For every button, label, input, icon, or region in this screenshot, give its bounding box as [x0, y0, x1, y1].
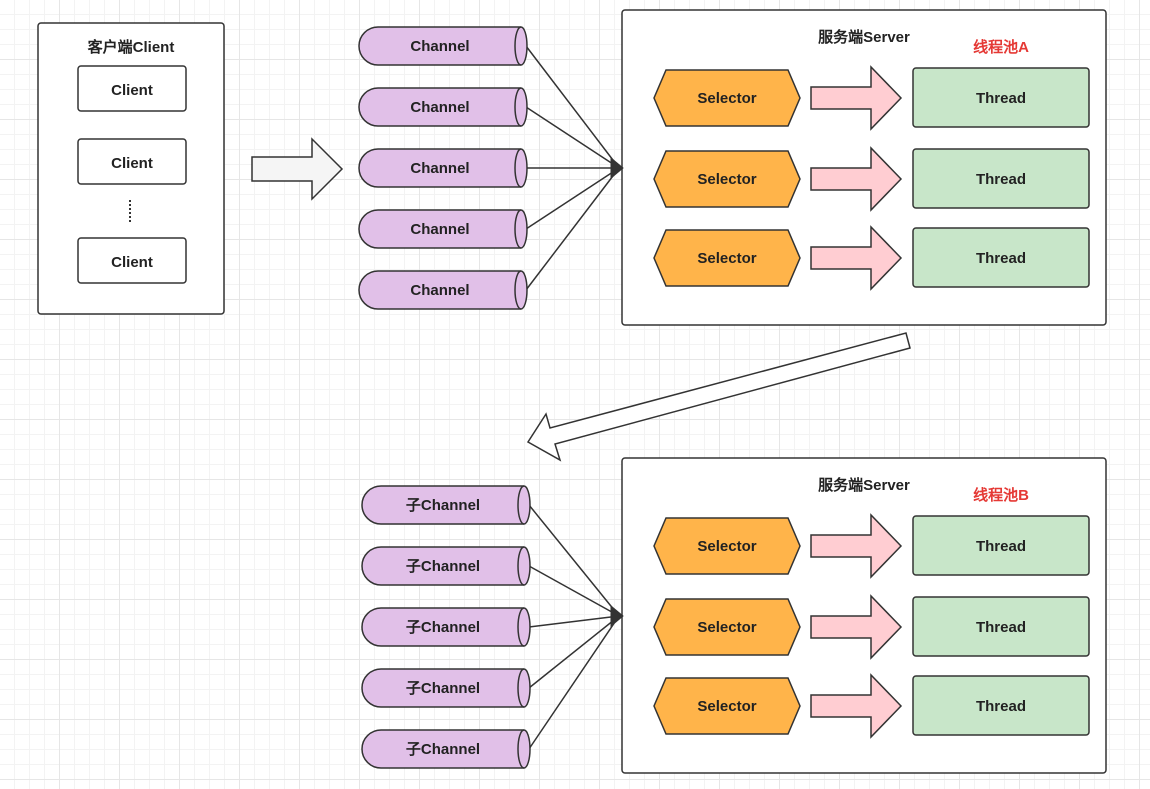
- channel-list-b: 子Channel 子Channel 子Channel 子Channel 子Channel: [361, 485, 624, 769]
- channel-cylinder: Channel: [358, 26, 528, 66]
- selector-label: Selector: [697, 171, 756, 188]
- server-to-subchannels-arrow: [526, 332, 911, 462]
- client-box: [77, 65, 187, 112]
- selector-label: Selector: [697, 698, 756, 715]
- thread-box: [912, 227, 1090, 288]
- client-box: [77, 237, 187, 284]
- thread-label: Thread: [976, 619, 1026, 636]
- channel-label: 子Channel: [406, 558, 480, 575]
- channel-connector: [525, 167, 620, 291]
- thread-label: Thread: [976, 538, 1026, 555]
- channel-cylinder: 子Channel: [361, 668, 531, 708]
- channel-connector: [525, 167, 620, 230]
- selector-hexagon: [653, 598, 801, 656]
- channel-connector: [528, 565, 620, 617]
- dispatch-arrow: [810, 594, 903, 660]
- selector-thread-row: Selector Thread: [653, 513, 1090, 579]
- thread-box: [912, 596, 1090, 657]
- channel-end: [517, 729, 525, 769]
- server-b-title: 服务端Server: [818, 476, 910, 494]
- client-box: [77, 138, 187, 185]
- channel-label: Channel: [410, 99, 469, 116]
- channel-label: 子Channel: [406, 680, 480, 697]
- server-a-title: 服务端Server: [818, 28, 910, 46]
- channel-cylinder: Channel: [358, 87, 528, 127]
- selector-hexagon: [653, 69, 801, 127]
- selector-label: Selector: [697, 90, 756, 107]
- thread-box: [912, 675, 1090, 736]
- thread-box: [912, 148, 1090, 209]
- selector-hexagon: [653, 150, 801, 208]
- selector-thread-row: Selector Thread: [653, 65, 1090, 131]
- client-label: Client: [111, 82, 153, 99]
- selector-label: Selector: [697, 619, 756, 636]
- channel-end: [517, 607, 525, 647]
- selector-hexagon: [653, 677, 801, 735]
- channel-connector: [525, 106, 620, 169]
- client-group-title: 客户端Client: [87, 38, 175, 56]
- dispatch-arrow: [810, 146, 903, 212]
- channel-connector: [525, 45, 620, 169]
- channel-connector: [528, 504, 620, 617]
- channel-end: [514, 148, 522, 188]
- thread-label: Thread: [976, 698, 1026, 715]
- channel-hub-arrowhead: [610, 604, 624, 628]
- channel-end: [514, 87, 522, 127]
- channel-connector: [528, 615, 620, 750]
- thread-pool-b-label: 线程池B: [973, 486, 1029, 504]
- channel-hub-arrowhead: [610, 156, 624, 180]
- channel-end: [517, 668, 525, 708]
- selector-thread-row: Selector Thread: [653, 225, 1090, 291]
- channel-label: Channel: [410, 282, 469, 299]
- channel-cylinder: Channel: [358, 148, 528, 188]
- thread-label: Thread: [976, 90, 1026, 107]
- channel-label: 子Channel: [406, 741, 480, 758]
- channel-cylinder: 子Channel: [361, 729, 531, 769]
- client-label: Client: [111, 155, 153, 172]
- dispatch-arrow: [810, 673, 903, 739]
- channel-label: Channel: [410, 38, 469, 55]
- selector-thread-row: Selector Thread: [653, 594, 1090, 660]
- selector-label: Selector: [697, 250, 756, 267]
- selector-thread-row: Selector Thread: [653, 146, 1090, 212]
- channel-end: [517, 546, 525, 586]
- dispatch-arrow: [810, 65, 903, 131]
- client-group: 客户端Client Client Client Client: [37, 22, 225, 315]
- channel-label: 子Channel: [406, 619, 480, 636]
- thread-box: [912, 515, 1090, 576]
- channel-connector: [528, 615, 620, 628]
- channel-cylinder: Channel: [358, 270, 528, 310]
- thread-label: Thread: [976, 250, 1026, 267]
- selector-label: Selector: [697, 538, 756, 555]
- channel-cylinder: 子Channel: [361, 546, 531, 586]
- selector-hexagon: [653, 517, 801, 575]
- channel-cylinder: 子Channel: [361, 607, 531, 647]
- selector-hexagon: [653, 229, 801, 287]
- channel-end: [514, 209, 522, 249]
- channel-cylinder: 子Channel: [361, 485, 531, 525]
- channel-label: 子Channel: [406, 497, 480, 514]
- client-label: Client: [111, 254, 153, 271]
- channel-end: [514, 26, 522, 66]
- client-to-channels-arrow: [251, 137, 344, 201]
- selector-thread-row: Selector Thread: [653, 673, 1090, 739]
- thread-label: Thread: [976, 171, 1026, 188]
- thread-pool-a-label: 线程池A: [973, 38, 1029, 56]
- dispatch-arrow: [810, 225, 903, 291]
- channel-connector: [528, 615, 620, 689]
- dispatch-arrow: [810, 513, 903, 579]
- thread-box: [912, 67, 1090, 128]
- channel-cylinder: Channel: [358, 209, 528, 249]
- channel-label: Channel: [410, 160, 469, 177]
- channel-label: Channel: [410, 221, 469, 238]
- channel-end: [514, 270, 522, 310]
- channel-end: [517, 485, 525, 525]
